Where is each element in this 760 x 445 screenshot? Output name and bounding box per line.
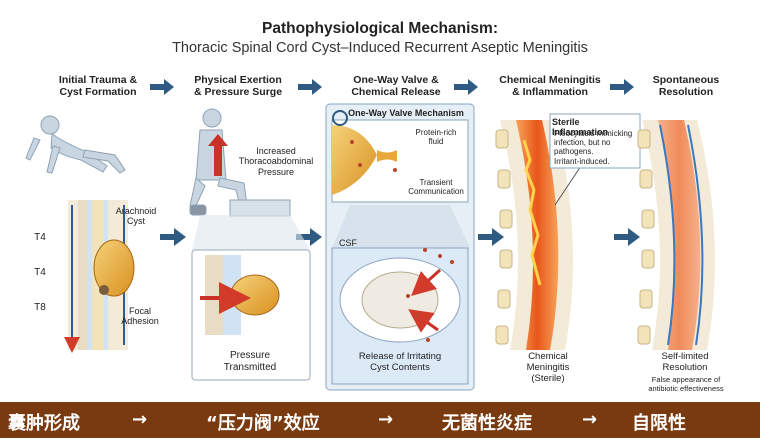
csf-label: CSF [339, 238, 357, 248]
summary-step-2: “压力阀”效应 [206, 413, 320, 434]
chemical-meningitis-caption: Chemical Meningitis (Sterile) [526, 351, 570, 384]
resolution-caption: Self-limited Resolution [661, 351, 709, 373]
summary-arrow-3: → [582, 409, 598, 430]
valve-inset-title: One-Way Valve Mechanism [348, 108, 464, 118]
callout-text: Pleocytosis mimicking infection, but no … [554, 129, 633, 166]
level-label-t4a: T4 [34, 232, 46, 243]
summary-arrow-1: → [132, 409, 148, 430]
spine-panel1 [64, 200, 135, 353]
flow-arrows [160, 228, 640, 246]
arachnoid-cyst-label: Arachnoid Cyst [115, 206, 157, 227]
stage-arrows [150, 79, 634, 95]
callout-title: Sterile Inflammation [552, 117, 609, 138]
summary-arrow-2: → [378, 409, 394, 430]
stage-label-4: Chemical Meningitis & Inflammation [499, 74, 601, 99]
bottom-summary-bar: 囊肿形成 → “压力阀”效应 → 无菌性炎症 → 自限性 [0, 402, 760, 438]
stage-label-3: One-Way Valve & Chemical Release [351, 74, 441, 99]
page-subtitle: Thoracic Spinal Cord Cyst–Induced Recurr… [172, 40, 588, 56]
page-title: Pathophysiological Mechanism: [262, 20, 498, 37]
summary-step-1: 囊肿形成 [8, 413, 80, 434]
transient-communication-label: Transient Communication [408, 178, 464, 197]
resolving-spine [637, 120, 715, 350]
focal-adhesion-label: Focal Adhesion [121, 306, 159, 327]
panel2-box [191, 215, 311, 381]
callout-box [549, 113, 641, 169]
stage-label-2: Physical Exertion & Pressure Surge [193, 74, 283, 99]
pressure-transmitted-caption: Pressure Transmitted [223, 350, 277, 373]
stage-label-1: Initial Trauma & Cyst Formation [58, 74, 138, 99]
summary-step-3: 无菌性炎症 [442, 413, 532, 434]
pressure-note: Increased Thoracoabdominal Pressure [238, 146, 314, 177]
release-caption: Release of Irritating Cyst Contents [358, 351, 442, 373]
level-label-t8: T8 [34, 302, 46, 313]
stage-label-5: Spontaneous Resolution [652, 74, 720, 99]
fallen-person-icon [25, 115, 126, 174]
level-label-t4b: T4 [34, 267, 46, 278]
inflamed-spine [495, 120, 573, 350]
resolution-subcaption: False appearance of antibiotic effective… [648, 375, 724, 393]
summary-step-4: 自限性 [632, 413, 686, 434]
panel3-box [325, 103, 475, 391]
pressure-arrow [208, 134, 228, 176]
protein-fluid-label: Protein-rich fluid [415, 128, 457, 147]
